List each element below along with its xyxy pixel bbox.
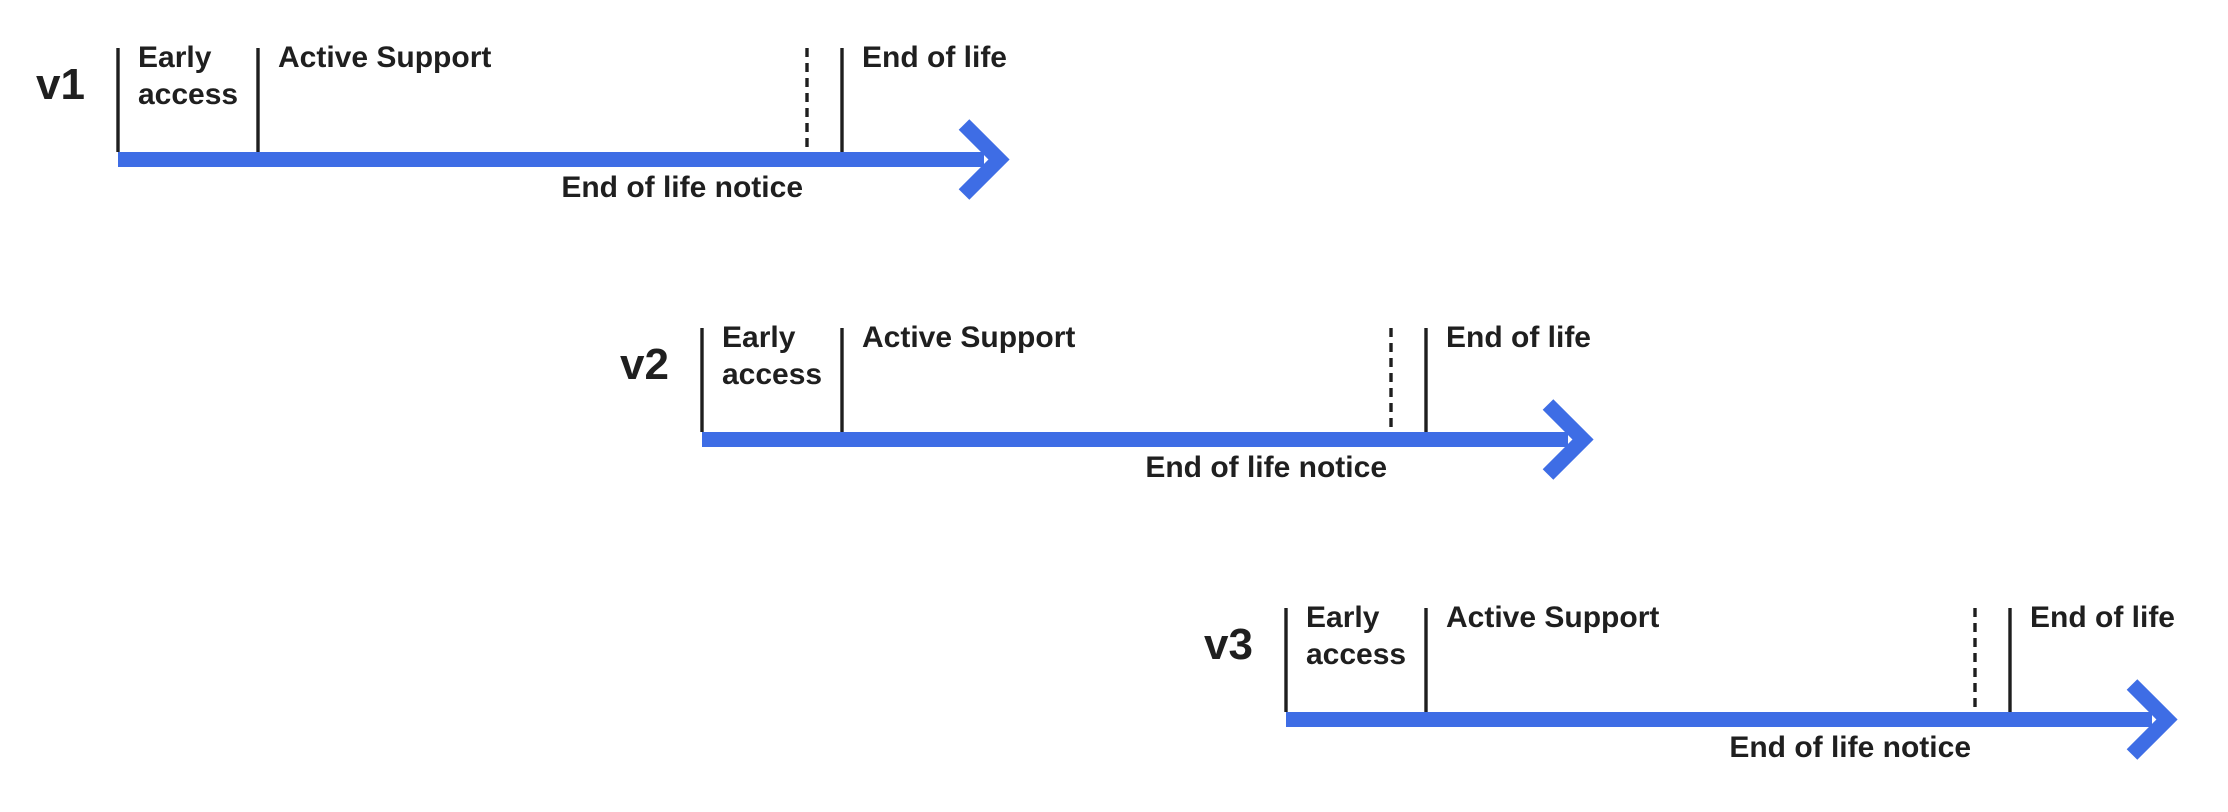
- timeline-arrowhead: [958, 119, 1010, 200]
- timeline-arrow-graphic: [1284, 608, 2178, 760]
- timeline-arrowhead: [2126, 679, 2178, 760]
- active-support-label: Active Support: [1446, 601, 1660, 634]
- eol-notice-label: End of life notice: [1729, 731, 1971, 764]
- version-label-v1: v1: [36, 60, 85, 109]
- timeline-arrow-graphic: [700, 328, 1594, 480]
- early-access-label: Early access: [1306, 601, 1407, 671]
- timeline-arrowhead: [1542, 399, 1594, 480]
- end-of-life-label: End of life: [862, 41, 1007, 74]
- timeline-arrow-graphic: [116, 48, 1010, 200]
- version-label-v3: v3: [1204, 620, 1253, 669]
- end-of-life-label: End of life: [2030, 601, 2175, 634]
- early-access-label: Early access: [138, 41, 239, 111]
- end-of-life-label: End of life: [1446, 321, 1591, 354]
- timeline-v3: v3 Early access Active Support End of li…: [1204, 601, 2226, 812]
- timeline-v1: v1 Early access Active Support End of li…: [36, 41, 1058, 278]
- active-support-label: Active Support: [862, 321, 1076, 354]
- early-access-label: Early access: [722, 321, 823, 391]
- timeline-v2: v2 Early access Active Support End of li…: [620, 321, 1642, 558]
- version-label-v2: v2: [620, 340, 669, 389]
- active-support-label: Active Support: [278, 41, 492, 74]
- eol-notice-label: End of life notice: [1145, 451, 1387, 484]
- eol-notice-label: End of life notice: [561, 171, 803, 204]
